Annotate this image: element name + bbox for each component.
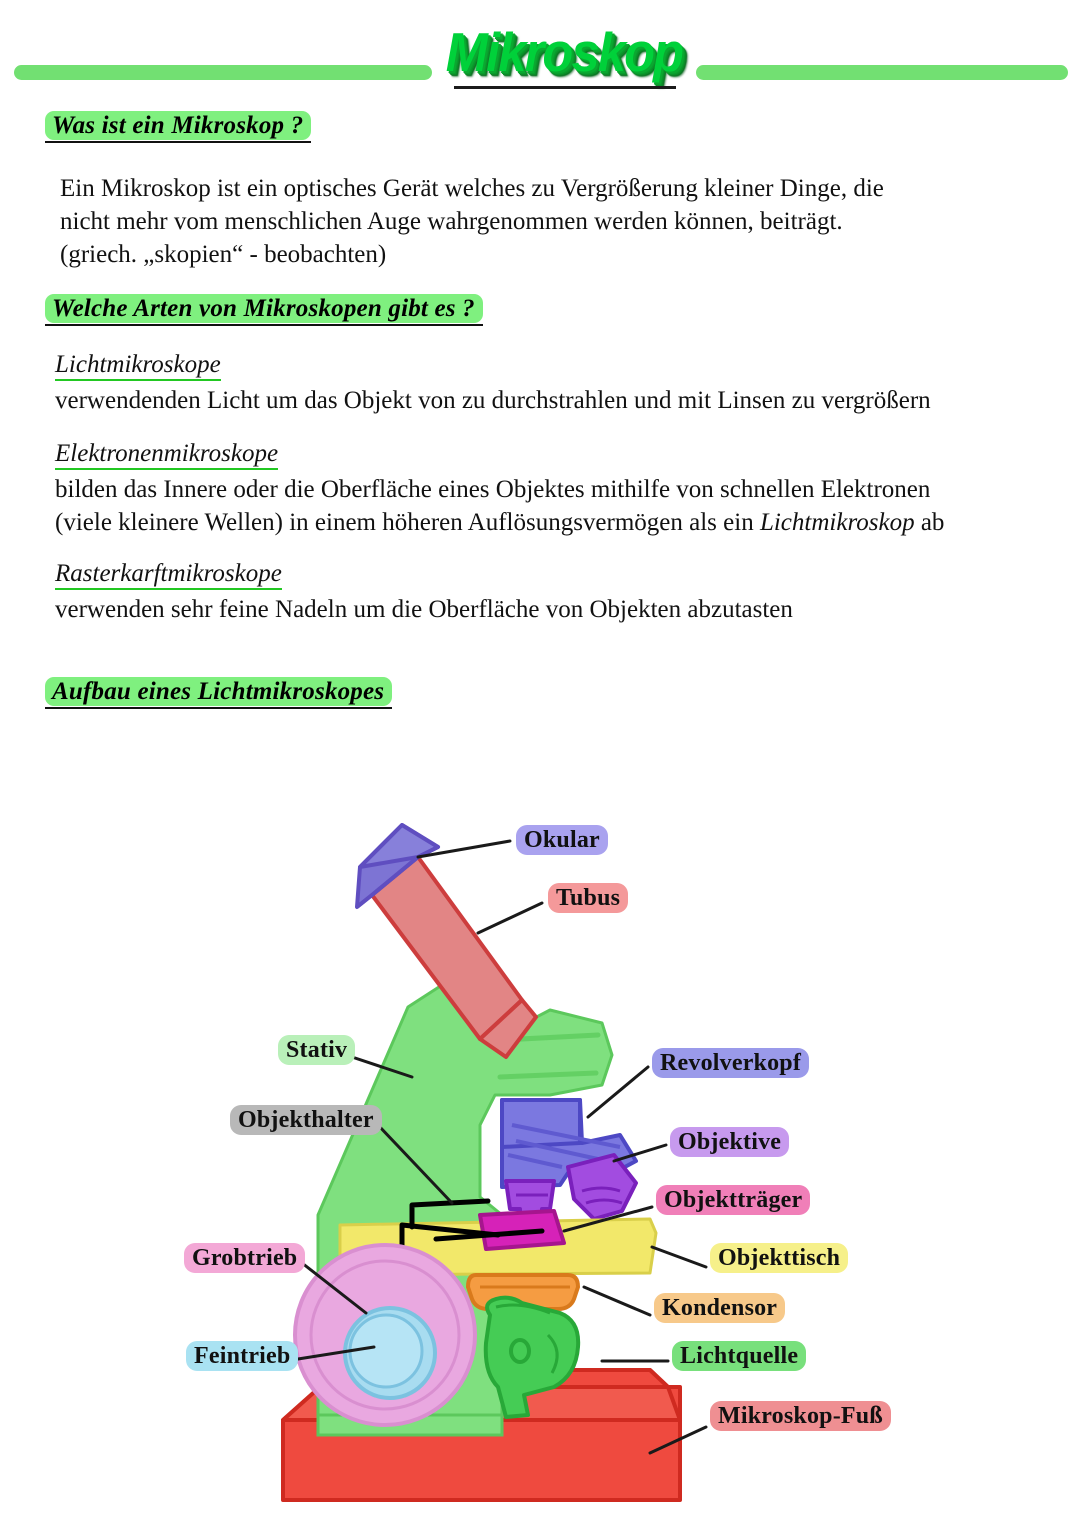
- page-title-band: Mikroskop: [0, 14, 1080, 98]
- paragraph-line: nicht mehr vom menschlichen Auge wahrgen…: [60, 208, 843, 235]
- section-heading-was-ist: Was ist ein Mikroskop ?: [45, 111, 312, 143]
- heading-underline: [45, 707, 393, 709]
- heading-underline: [45, 324, 483, 326]
- entry-line: verwendenden Licht um das Objekt von zu …: [55, 387, 931, 414]
- microscope-fine-knob-shape: [343, 1306, 437, 1400]
- label-text: Objektive: [670, 1127, 790, 1157]
- leader-grobtrieb: [300, 1261, 368, 1315]
- leader-okular: [416, 839, 512, 859]
- leader-objekttraeger: [562, 1205, 654, 1233]
- microscope-lamp-shape: [483, 1295, 581, 1419]
- label-text: Okular: [516, 825, 608, 855]
- microscope-illustration: [281, 823, 708, 1502]
- subheading-underline: [55, 468, 279, 470]
- label-objekthalter: Objekthalter: [230, 1105, 382, 1135]
- label-objektive: Objektive: [670, 1127, 790, 1157]
- label-text: Revolverkopf: [652, 1048, 810, 1078]
- leader-tubus: [476, 901, 544, 935]
- label-text: Stativ: [278, 1035, 356, 1065]
- subheading-lichtmikroskope: Lichtmikroskope: [55, 351, 221, 381]
- paragraph-line: Ein Mikroskop ist ein optisches Gerät we…: [60, 175, 884, 202]
- microscope-stage-clip-shape: [399, 1198, 545, 1250]
- entry-line-part-b: ab: [914, 509, 945, 536]
- label-text: Objekthalter: [230, 1105, 382, 1135]
- title-rule-left: [14, 65, 432, 80]
- subheading-text: Rasterkarftmikroskope: [55, 560, 282, 587]
- subheading-rasterkraftmikroskope: Rasterkarftmikroskope: [55, 560, 282, 590]
- page-title-text: Mikroskop: [445, 21, 684, 83]
- section-heading-welche-arten: Welche Arten von Mikroskopen gibt es ?: [45, 294, 483, 326]
- entry-line-italic: Lichtmikroskop: [759, 509, 915, 536]
- leader-revolverkopf: [586, 1065, 650, 1119]
- label-grobtrieb: Grobtrieb: [184, 1243, 306, 1273]
- label-kondensor: Kondensor: [654, 1293, 786, 1323]
- page-title: Mikroskop: [432, 14, 696, 98]
- subheading-text: Elektronenmikroskope: [55, 440, 279, 467]
- subheading-underline: [55, 379, 221, 381]
- label-lichtquelle: Lichtquelle: [672, 1341, 807, 1371]
- label-text: Objekttisch: [710, 1243, 849, 1273]
- leader-feintrieb: [296, 1345, 376, 1361]
- heading-text: Was ist ein Mikroskop ?: [45, 111, 312, 140]
- label-objekttraeger: Objektträger: [656, 1185, 811, 1215]
- label-text: Lichtquelle: [672, 1341, 807, 1371]
- label-stativ: Stativ: [278, 1035, 356, 1065]
- label-text: Tubus: [548, 883, 629, 913]
- label-text: Objektträger: [656, 1185, 811, 1215]
- title-rule-right: [696, 65, 1068, 80]
- heading-text: Aufbau eines Lichtmikroskopes: [45, 677, 393, 706]
- title-underline: [454, 86, 676, 89]
- subheading-text: Lichtmikroskope: [55, 351, 221, 378]
- entry-line-part-a: (viele kleinere Wellen) in einem höheren…: [55, 509, 760, 536]
- label-mikroskop-fuss: Mikroskop-Fuß: [710, 1401, 891, 1431]
- paragraph-line-greek: (griech. „skopien“ - beobachten): [60, 241, 387, 268]
- subheading-elektronenmikroskope: Elektronenmikroskope: [55, 440, 279, 470]
- leader-objekthalter: [376, 1123, 454, 1205]
- leader-kondensor: [582, 1285, 652, 1317]
- microscope-diagram: Okular Tubus Stativ Objekthalter Grobtri…: [150, 795, 940, 1505]
- leader-objekttisch: [650, 1245, 708, 1269]
- label-okular: Okular: [516, 825, 608, 855]
- entry-line: verwenden sehr feine Nadeln um die Oberf…: [55, 596, 793, 623]
- label-feintrieb: Feintrieb: [186, 1341, 299, 1371]
- section-heading-aufbau: Aufbau eines Lichtmikroskopes: [45, 677, 393, 709]
- microscope-slide-shape: [478, 1209, 566, 1251]
- leader-objektive: [612, 1143, 668, 1163]
- label-objekttisch: Objekttisch: [710, 1243, 849, 1273]
- label-text: Mikroskop-Fuß: [710, 1401, 891, 1431]
- leader-mikroskop-fuss: [648, 1425, 708, 1455]
- label-tubus: Tubus: [548, 883, 629, 913]
- heading-underline: [45, 141, 312, 143]
- label-revolverkopf: Revolverkopf: [652, 1048, 810, 1078]
- entry-line: (viele kleinere Wellen) in einem höheren…: [55, 506, 944, 539]
- entry-line: bilden das Innere oder die Oberfläche ei…: [55, 476, 931, 503]
- label-text: Kondensor: [654, 1293, 786, 1323]
- subheading-underline: [55, 588, 282, 590]
- label-text: Grobtrieb: [184, 1243, 306, 1273]
- heading-text: Welche Arten von Mikroskopen gibt es ?: [45, 294, 483, 323]
- label-text: Feintrieb: [186, 1341, 299, 1371]
